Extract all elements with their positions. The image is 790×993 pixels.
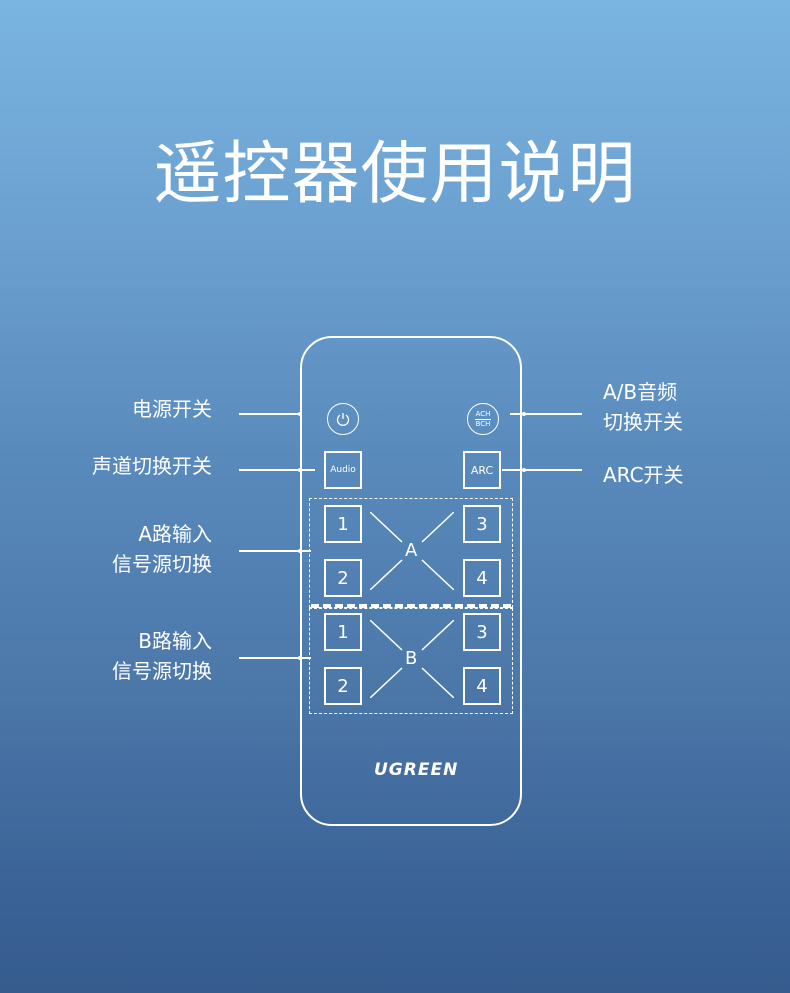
label-power: 电源开关 [132, 397, 212, 421]
button-label: 4 [476, 567, 488, 589]
leader-dot [298, 549, 302, 553]
b-input-2-button[interactable]: 2 [324, 667, 362, 705]
power-icon [336, 413, 350, 426]
b-input-1-button[interactable]: 1 [324, 613, 362, 651]
arc-button-label: ARC [470, 463, 494, 477]
button-label: 3 [476, 513, 488, 535]
leader-dot [298, 656, 302, 660]
leader-dot [298, 468, 302, 472]
audio-button-label: Audio [330, 465, 356, 475]
leader-dot [298, 412, 302, 416]
label-a-input-2: 信号源切换 [112, 552, 212, 576]
button-label: 4 [476, 675, 488, 697]
ab-channel-button[interactable]: ACH BCH [467, 403, 499, 435]
audio-button[interactable]: Audio [324, 451, 362, 489]
a-input-2-button[interactable]: 2 [324, 559, 362, 597]
remote-control-outline [300, 336, 522, 826]
leader-dot [522, 468, 526, 472]
group-divider [311, 604, 511, 608]
leader-line-a [239, 550, 311, 552]
label-audio: 声道切换开关 [92, 454, 212, 478]
leader-line-arc [502, 469, 582, 471]
a-input-4-button[interactable]: 4 [463, 559, 501, 597]
power-button[interactable] [327, 403, 359, 435]
a-input-1-button[interactable]: 1 [324, 505, 362, 543]
group-a-letter: A [405, 540, 418, 561]
label-arc: ARC开关 [603, 463, 684, 487]
label-a-input-1: A路输入 [138, 522, 212, 546]
label-ab-switch-1: A/B音频 [603, 380, 678, 404]
group-b-box [309, 608, 513, 714]
group-b-letter: B [405, 648, 418, 669]
leader-dot [522, 412, 526, 416]
label-b-input-2: 信号源切换 [112, 659, 212, 683]
leader-line-b [239, 657, 311, 659]
button-label: 2 [337, 567, 349, 589]
button-label: 2 [337, 675, 349, 697]
ugreen-logo: UGREEN [374, 760, 459, 780]
button-label: 1 [337, 621, 349, 643]
a-cross-lines [370, 512, 454, 590]
b-input-4-button[interactable]: 4 [463, 667, 501, 705]
page-title: 遥控器使用说明 [153, 135, 637, 214]
leader-line-audio [239, 469, 315, 471]
a-input-3-button[interactable]: 3 [463, 505, 501, 543]
leader-line-power [239, 413, 301, 415]
button-label: 3 [476, 621, 488, 643]
ach-text: ACH [475, 410, 491, 418]
label-ab-switch-2: 切换开关 [603, 410, 683, 434]
leader-line-ab [510, 413, 582, 415]
button-label: 1 [337, 513, 349, 535]
b-cross-lines [370, 620, 454, 698]
label-b-input-1: B路输入 [138, 629, 212, 653]
b-input-3-button[interactable]: 3 [463, 613, 501, 651]
arc-button[interactable]: ARC [463, 451, 501, 489]
bch-text: BCH [475, 420, 491, 428]
